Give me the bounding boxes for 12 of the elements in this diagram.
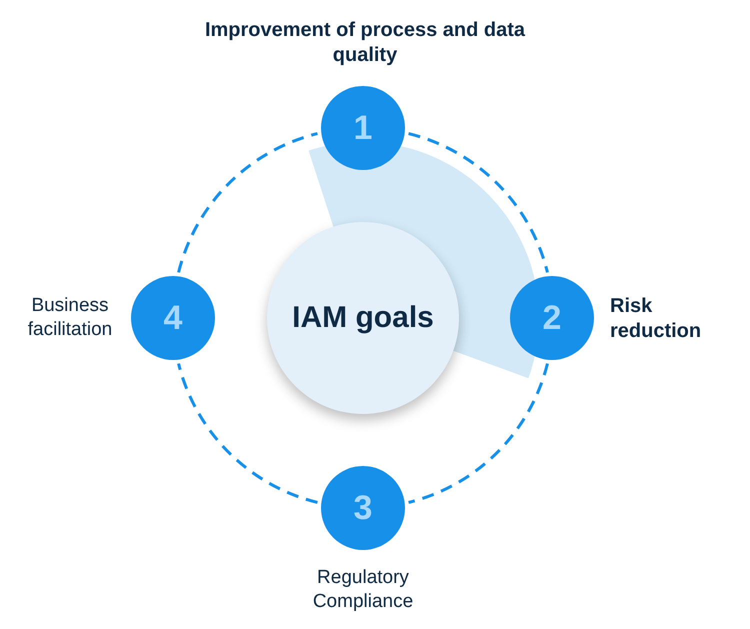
dashed-connector [177, 363, 318, 504]
center-circle: IAM goals [267, 222, 459, 414]
node-caption: Business facilitation [26, 294, 114, 342]
number-circle: 2 [510, 276, 594, 360]
dashed-connector [408, 132, 549, 273]
number-circle: 3 [321, 466, 405, 550]
node-caption: Risk reduction [610, 294, 702, 344]
node-caption: Regulatory Compliance [312, 566, 414, 614]
node-caption: Improvement of process and data quality [204, 18, 526, 68]
number-circle: 4 [131, 276, 215, 360]
number-circle: 1 [321, 86, 405, 170]
dashed-connector [408, 363, 549, 504]
